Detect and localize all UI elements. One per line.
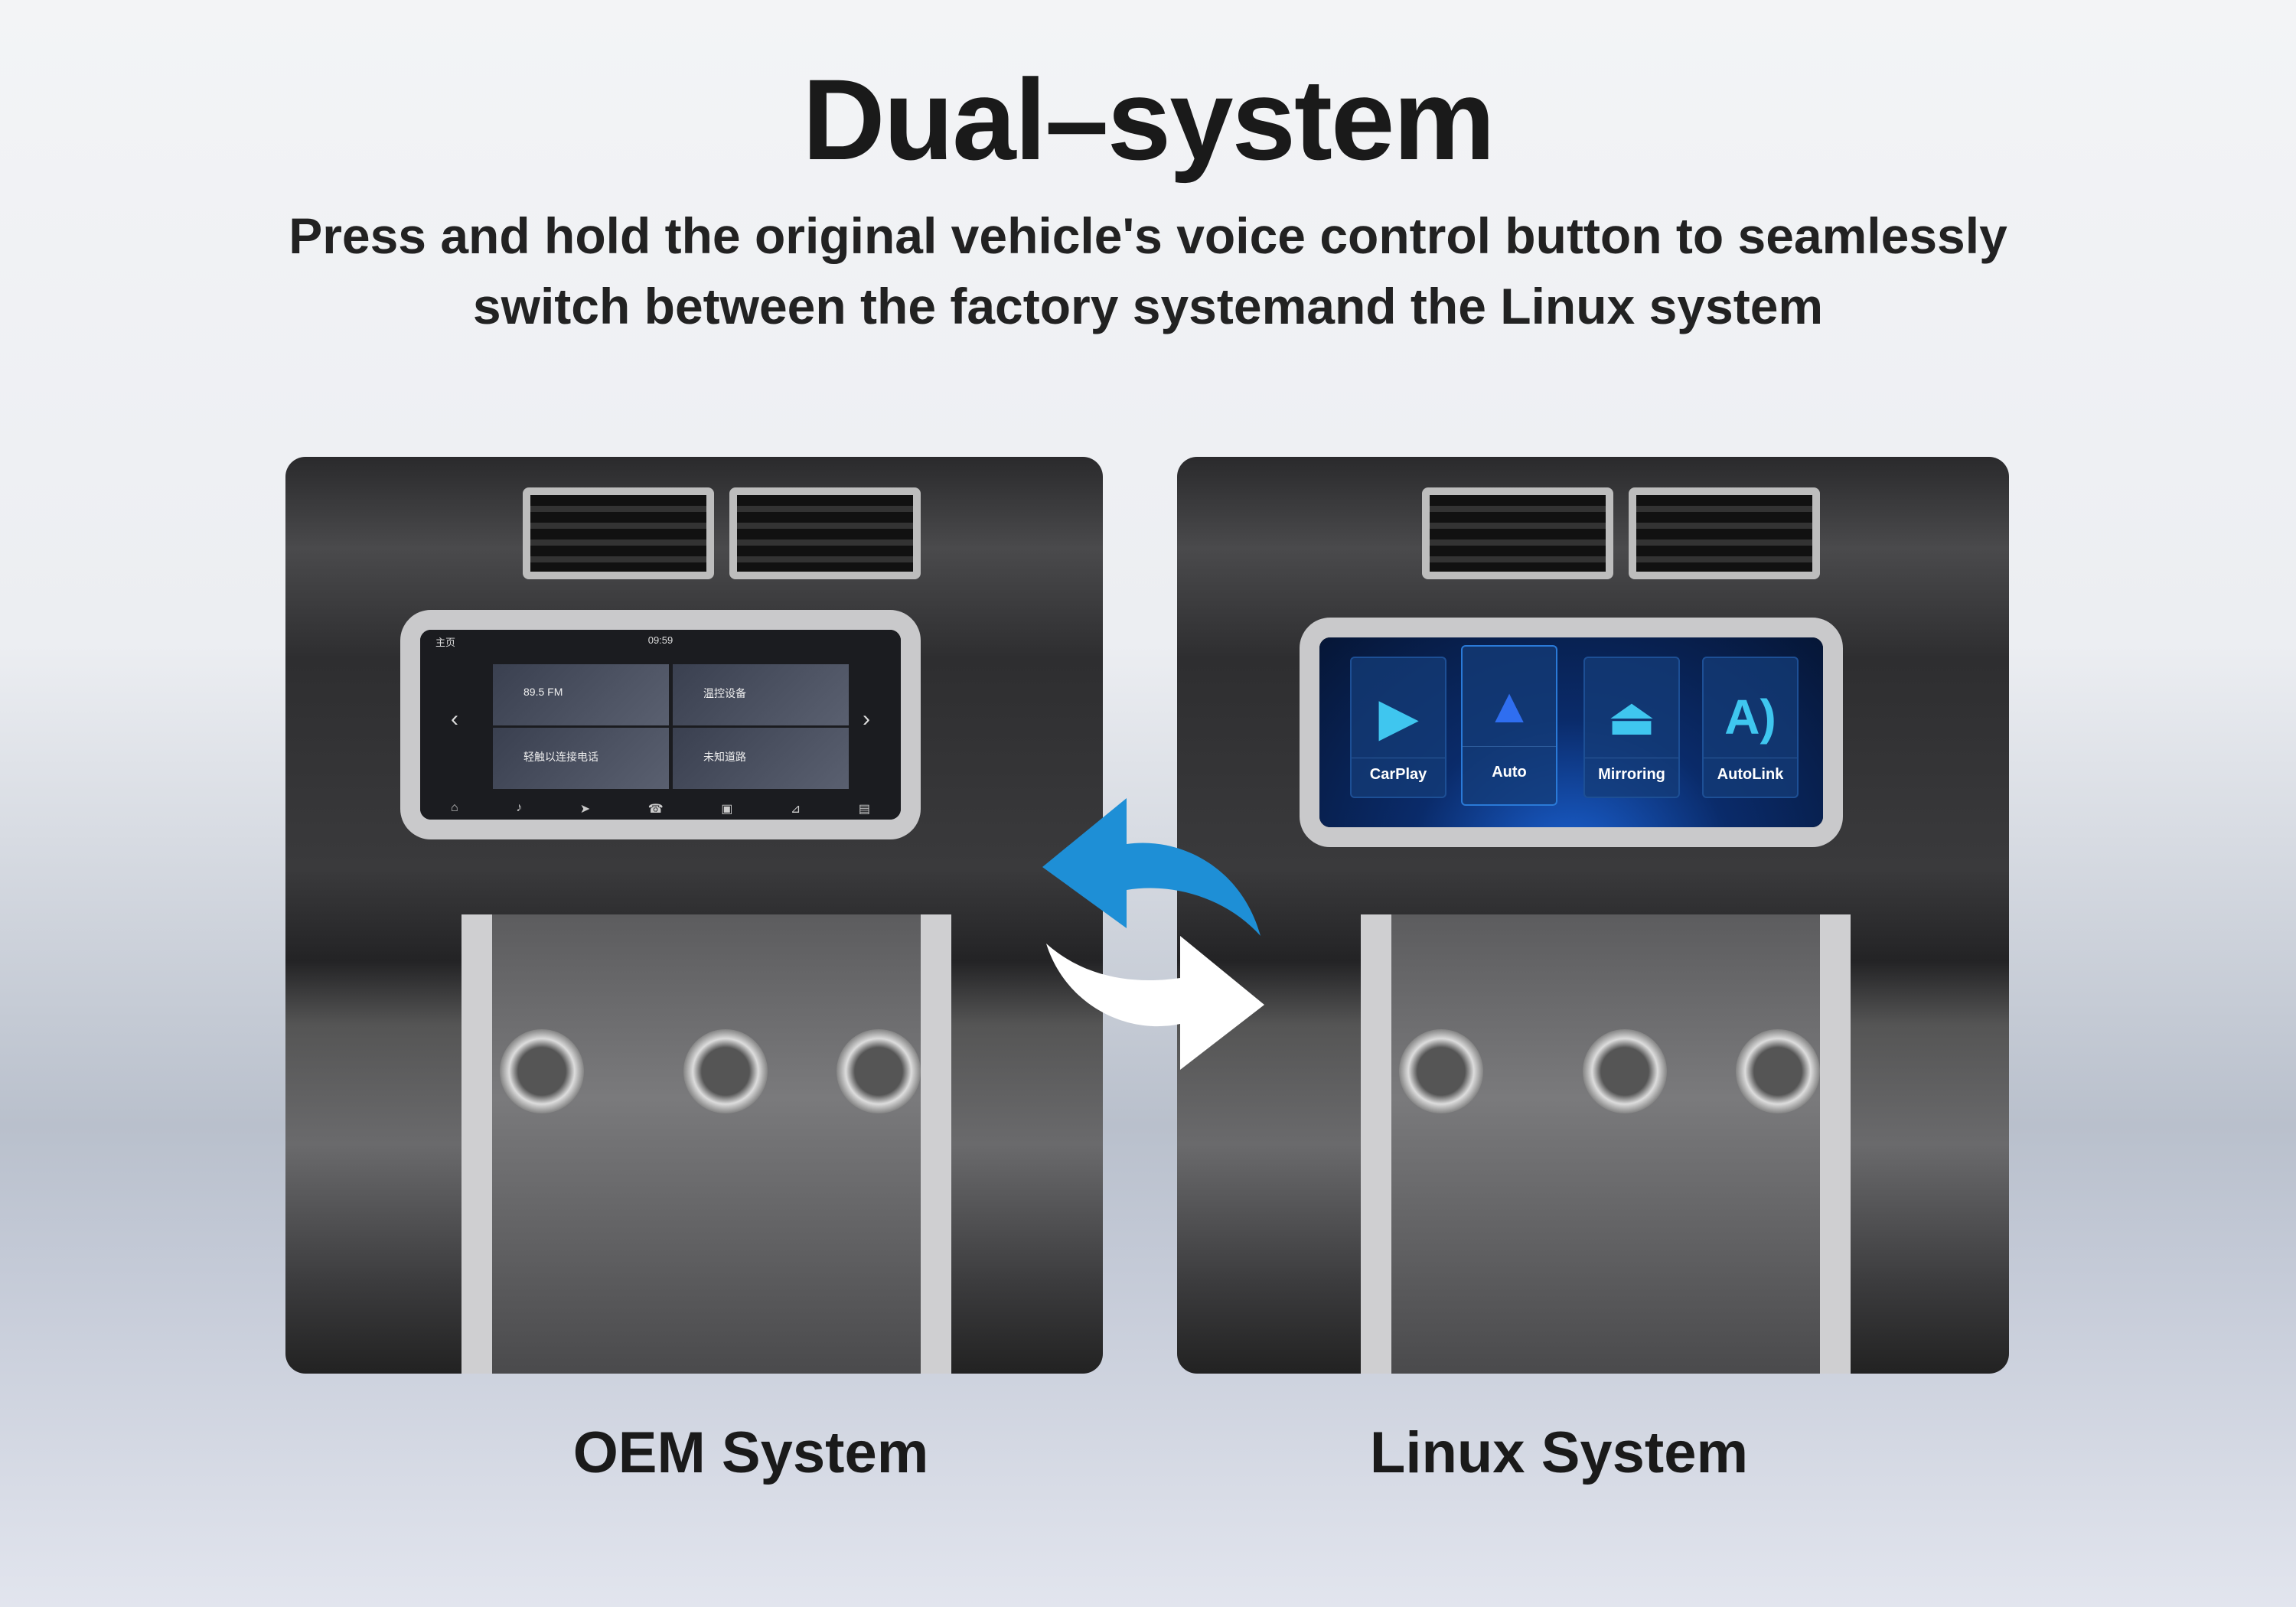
oem-system-photo: 主页 09:59 ‹ › 89.5 FM 温控设备 轻触以连接电话 未知道路 ⌂… xyxy=(285,457,1103,1374)
seat-icon[interactable]: ⊿ xyxy=(790,803,801,816)
linux-screen: ▶CarPlay ▲Auto ⏏Mirroring A)AutoLink xyxy=(1319,637,1823,827)
air-vent xyxy=(1629,487,1820,579)
oem-tile-climate[interactable]: 温控设备 xyxy=(673,664,849,725)
linux-system-label: Linux System xyxy=(1369,1420,1749,1485)
oem-tile-phone[interactable]: 轻触以连接电话 xyxy=(493,728,669,789)
phone-icon[interactable]: ☎ xyxy=(647,803,664,816)
app-mirroring[interactable]: ⏏Mirroring xyxy=(1583,657,1680,798)
center-console xyxy=(1361,914,1851,1374)
air-vent xyxy=(729,487,921,579)
page-title: Dual–system xyxy=(802,55,1495,184)
climate-knob xyxy=(500,1029,584,1113)
climate-knob xyxy=(837,1029,921,1113)
home-icon[interactable]: ⌂ xyxy=(451,801,458,814)
page-subtitle: Press and hold the original vehicle's vo… xyxy=(0,200,2296,341)
climate-knob xyxy=(1736,1029,1820,1113)
air-vent xyxy=(523,487,714,579)
airplay-icon: ⏏ xyxy=(1608,689,1655,745)
oem-screen: 主页 09:59 ‹ › 89.5 FM 温控设备 轻触以连接电话 未知道路 ⌂… xyxy=(420,630,901,820)
app-auto[interactable]: ▲Auto xyxy=(1461,645,1557,806)
app-autolink[interactable]: A)AutoLink xyxy=(1702,657,1799,798)
next-page-icon[interactable]: › xyxy=(863,706,870,732)
app-carplay[interactable]: ▶CarPlay xyxy=(1350,657,1446,798)
media-icon[interactable]: ♪ xyxy=(516,801,523,814)
oem-bottom-bar: ⌂ ♪ ➤ ☎ ▣ ⊿ ▤ xyxy=(451,801,870,817)
climate-knob xyxy=(683,1029,768,1113)
subtitle-line-2: switch between the factory systemand the… xyxy=(472,278,1824,334)
climate-knob xyxy=(1583,1029,1667,1113)
oem-tile-navigation[interactable]: 未知道路 xyxy=(673,728,849,789)
switch-arrows xyxy=(1042,798,1264,1070)
switch-arrow-forward-icon xyxy=(1046,936,1264,1070)
autolink-icon: A) xyxy=(1724,689,1776,745)
climate-knob xyxy=(1399,1029,1483,1113)
oem-status-home: 主页 xyxy=(435,637,456,648)
prev-page-icon[interactable]: ‹ xyxy=(451,706,458,732)
linux-system-photo: ▶CarPlay ▲Auto ⏏Mirroring A)AutoLink xyxy=(1177,457,2009,1374)
center-console xyxy=(461,914,951,1374)
oem-clock: 09:59 xyxy=(647,634,673,646)
android-auto-icon: ▲ xyxy=(1485,678,1534,733)
nav-icon[interactable]: ➤ xyxy=(579,803,591,816)
carplay-icon: ▶ xyxy=(1379,689,1417,745)
switch-arrow-back-icon xyxy=(1042,798,1261,936)
oem-system-label: OEM System xyxy=(572,1420,929,1485)
screen-bezel: 主页 09:59 ‹ › 89.5 FM 温控设备 轻触以连接电话 未知道路 ⌂… xyxy=(400,610,921,839)
subtitle-line-1: Press and hold the original vehicle's vo… xyxy=(289,207,2007,264)
air-vent xyxy=(1422,487,1613,579)
car-icon[interactable]: ▣ xyxy=(721,803,733,816)
screen-bezel: ▶CarPlay ▲Auto ⏏Mirroring A)AutoLink xyxy=(1300,618,1843,847)
apps-icon[interactable]: ▤ xyxy=(858,803,870,816)
oem-tile-radio[interactable]: 89.5 FM xyxy=(493,664,669,725)
